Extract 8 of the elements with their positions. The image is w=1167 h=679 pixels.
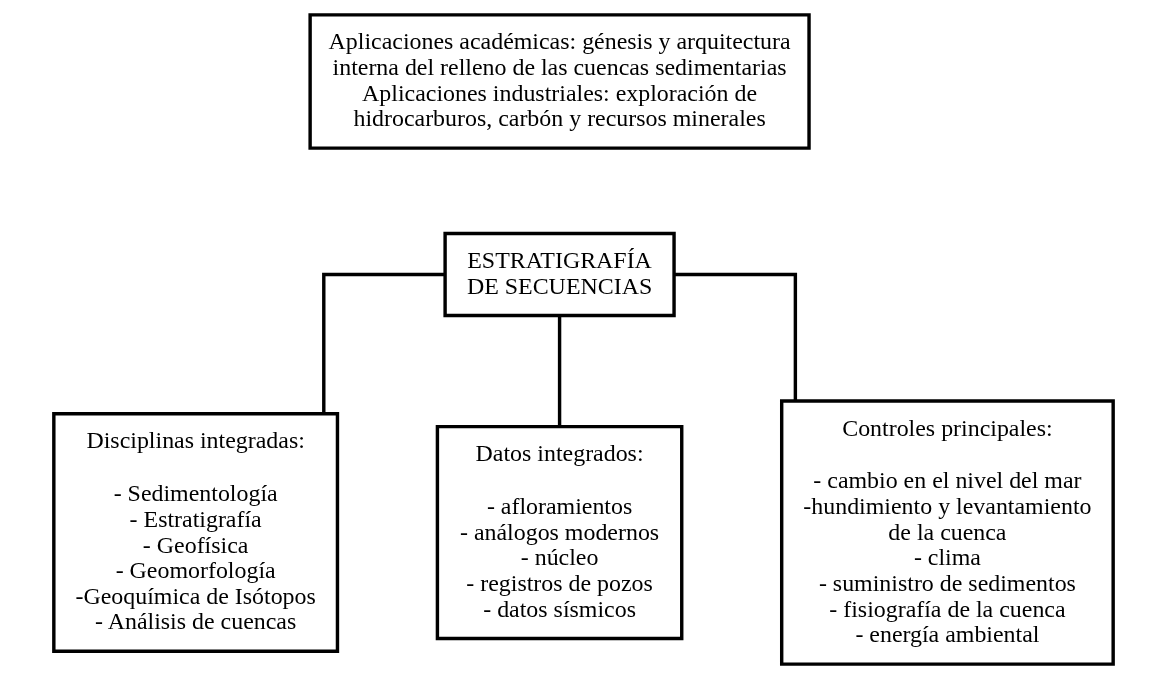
node-box: Datos integrados: - afloramientos - análogos modernos - núcleo - registros de pozos - datos sísmicos [435,424,684,641]
node-box: Controles principales: - cambio en el nivel del mar -hundimiento y levantamiento de la cuenca - clima - suministro de sedimentos - fisiografía de la cuenca - energía ambiental [780,399,1115,666]
connector [322,272,445,414]
connector [674,272,798,401]
node-box: ESTRATIGRAFÍA DE SECUENCIAS [443,231,676,318]
node-box: Aplicaciones académicas: génesis y arquitectura interna del relleno de las cuencas sedimentarias Aplicaciones industriales: exploración de hidrocarburos, carbón y recursos minerales [308,13,811,150]
connector [557,316,562,427]
node-box: Disciplinas integradas: - Sedimentología - Estratigrafía - Geofísica - Geomorfología -Geoquímica de Isótopos - Análisis de cuencas [52,412,340,654]
